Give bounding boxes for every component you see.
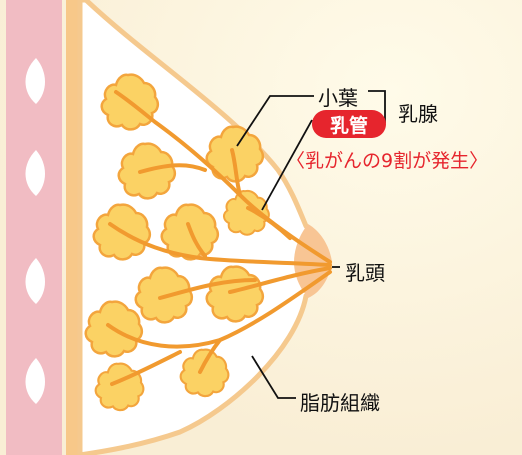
ducts: [106, 90, 332, 386]
lobule: [179, 348, 230, 398]
fat-tissue-label: 脂肪組織: [300, 391, 380, 415]
tissue-band: [66, 0, 80, 455]
lobule-leader-line: [236, 95, 314, 147]
duct: [228, 266, 332, 294]
rib-3: [25, 258, 45, 304]
duct-leader-line: [261, 119, 313, 211]
duct: [108, 222, 332, 267]
cancer-origin-note: 〈乳がんの9割が発生〉: [286, 150, 489, 172]
duct: [198, 338, 222, 374]
lobule: [223, 189, 270, 236]
duct: [186, 222, 207, 258]
duct: [230, 148, 242, 197]
duct-label-badge: 乳管: [312, 110, 386, 138]
duct: [246, 206, 292, 240]
fat-leader-line: [251, 355, 296, 399]
mammary-gland-label: 乳腺: [398, 102, 438, 126]
duct: [110, 350, 182, 386]
nipple-label: 乳頭: [345, 261, 385, 285]
duct: [138, 163, 207, 174]
duct: [158, 278, 257, 300]
lobule-label: 小葉: [318, 86, 358, 110]
rib-4: [25, 358, 45, 404]
rib-2: [25, 150, 45, 196]
rib-1: [25, 58, 45, 104]
